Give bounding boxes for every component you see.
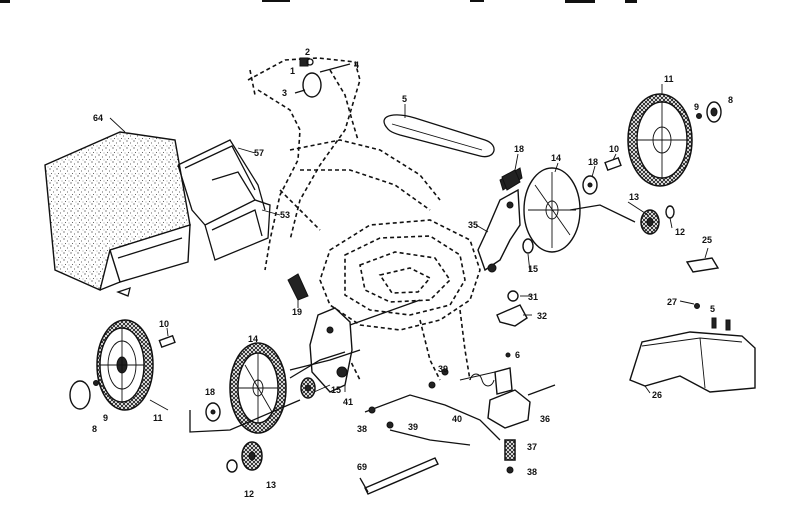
callout-32: 32 xyxy=(537,311,547,321)
top-edge-marks xyxy=(0,0,637,3)
callout-8-right: 8 xyxy=(728,95,733,105)
bearing-15-left xyxy=(300,377,316,399)
callout-38-left: 38 xyxy=(357,424,367,434)
callout-41: 41 xyxy=(343,397,353,407)
handle-controls xyxy=(294,57,351,98)
pinion-left xyxy=(226,441,263,473)
callout-18-right: 18 xyxy=(588,157,598,167)
callout-14-left: 14 xyxy=(248,334,258,344)
leader-left-axle xyxy=(189,399,301,433)
callout-8-left: 8 xyxy=(92,424,97,434)
washer-8-9-right xyxy=(696,101,722,123)
handle-assembly xyxy=(247,57,441,271)
callout-27: 27 xyxy=(667,297,677,307)
rod-69 xyxy=(359,457,439,495)
callout-9-right: 9 xyxy=(694,102,699,112)
callout-5-chute: 5 xyxy=(710,304,715,314)
drive-wheel-left xyxy=(229,342,287,434)
callout-15-right: 15 xyxy=(528,264,538,274)
callout-9-left: 9 xyxy=(103,413,108,423)
callout-13-right: 13 xyxy=(629,192,639,202)
callout-4: 4 xyxy=(354,60,359,70)
rear-wheel-left xyxy=(96,319,154,411)
callout-12-right: 12 xyxy=(675,227,685,237)
callout-39-lower: 39 xyxy=(408,422,418,432)
callout-5-belt: 5 xyxy=(402,94,407,104)
callout-37: 37 xyxy=(527,442,537,452)
axle-left xyxy=(289,351,346,379)
callout-3: 3 xyxy=(282,88,287,98)
callout-38-lower: 38 xyxy=(527,467,537,477)
callout-69: 69 xyxy=(357,462,367,472)
callout-53: 53 xyxy=(280,210,290,220)
callout-26: 26 xyxy=(652,390,662,400)
callout-11-left: 11 xyxy=(153,413,163,423)
bag-bottom-frame xyxy=(204,171,271,261)
knob-31-32 xyxy=(496,290,528,327)
callout-6: 6 xyxy=(515,350,520,360)
pinion-right xyxy=(640,205,675,235)
side-chute xyxy=(629,257,756,393)
drive-belt xyxy=(383,114,495,158)
callout-40: 40 xyxy=(452,414,462,424)
transmission xyxy=(459,352,556,474)
rear-wheel-right xyxy=(627,93,693,187)
callouts: 1 2 3 4 5 18 14 18 10 11 9 8 13 12 25 27… xyxy=(92,47,733,499)
callout-14-right: 14 xyxy=(551,153,561,163)
callout-31: 31 xyxy=(528,292,538,302)
callout-13-left: 13 xyxy=(266,480,276,490)
leader-lines xyxy=(109,84,709,411)
callout-15-left: 15 xyxy=(331,385,341,395)
pedals xyxy=(287,169,521,301)
callout-1: 1 xyxy=(290,66,295,76)
callout-10-right: 10 xyxy=(609,144,619,154)
callout-57: 57 xyxy=(254,148,264,158)
callout-19: 19 xyxy=(292,307,302,317)
bushing-right xyxy=(582,156,622,195)
callout-11-right: 11 xyxy=(664,74,674,84)
drive-wheel-disc-right xyxy=(523,167,581,253)
callout-39-upper: 39 xyxy=(438,364,448,374)
drive-shaft-links xyxy=(364,368,501,446)
callout-12-left: 12 xyxy=(244,489,254,499)
callout-25: 25 xyxy=(702,235,712,245)
callout-10-left: 10 xyxy=(159,319,169,329)
callout-35: 35 xyxy=(468,220,478,230)
hubcap-left xyxy=(69,380,99,410)
callout-36: 36 xyxy=(540,414,550,424)
grass-bag xyxy=(44,131,191,297)
callout-2: 2 xyxy=(305,47,310,57)
bag-frame xyxy=(177,139,266,226)
leader-right-axle xyxy=(569,204,636,223)
callout-64: 64 xyxy=(93,113,103,123)
callout-18-left: 18 xyxy=(205,387,215,397)
bushing-left xyxy=(158,334,176,349)
washer-18-left xyxy=(205,402,221,422)
callout-18-upper: 18 xyxy=(514,144,524,154)
